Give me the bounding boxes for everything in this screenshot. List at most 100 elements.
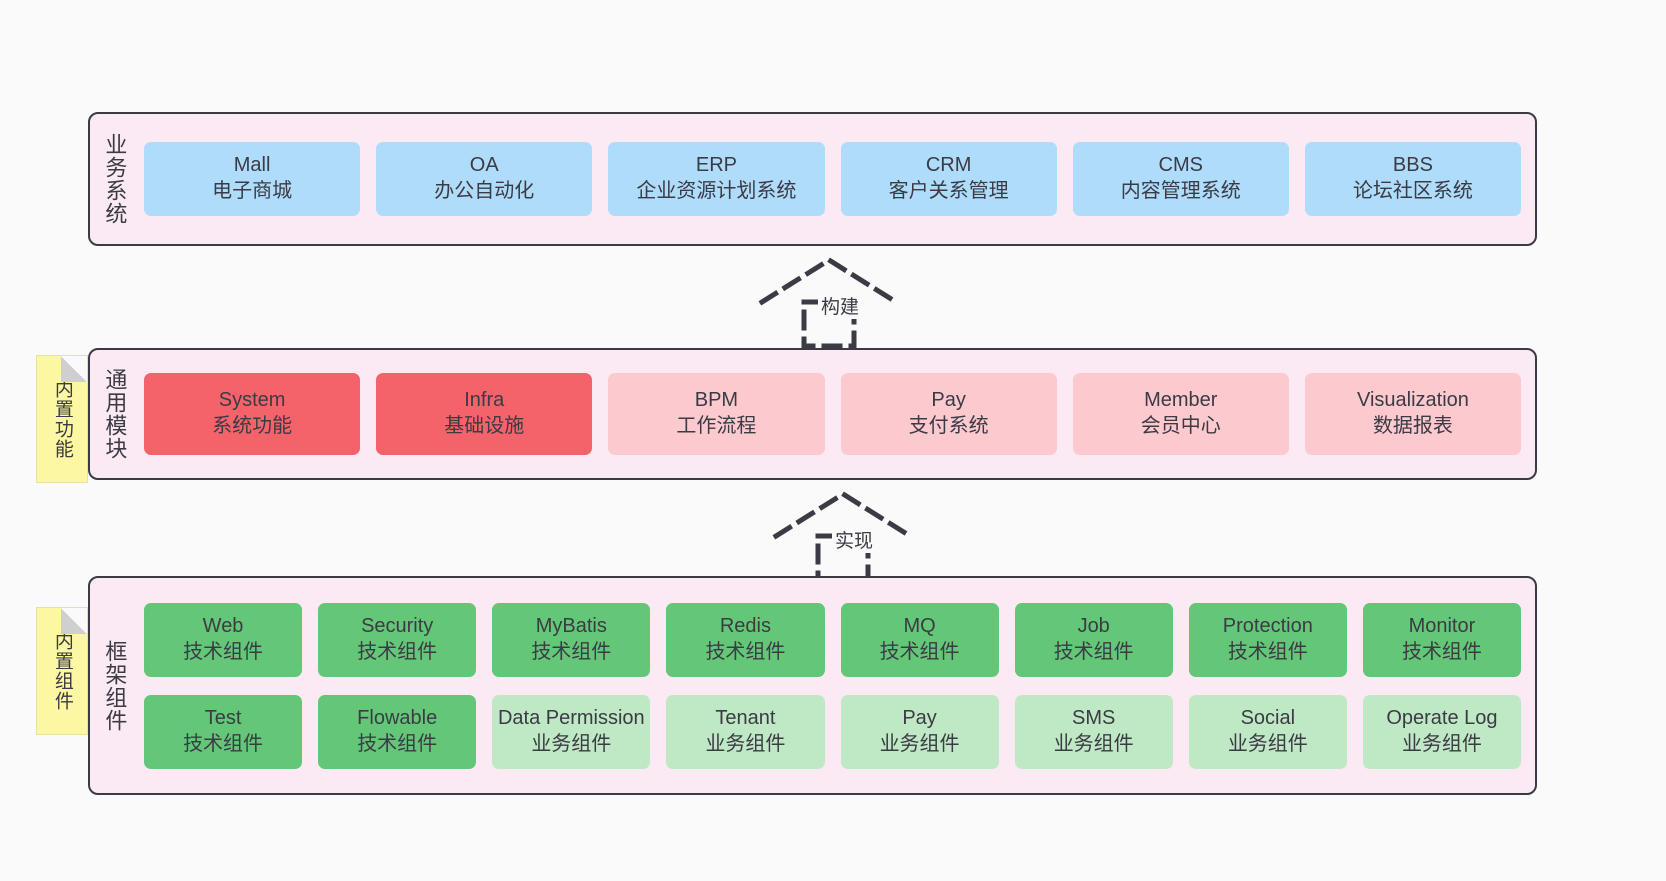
layer-common-module-body: System 系统功能 Infra 基础设施 BPM 工作流程 Pay 支付系统… bbox=[138, 350, 1535, 478]
card-mq[interactable]: MQ 技术组件 bbox=[840, 602, 999, 677]
card-bpm-name: BPM bbox=[694, 389, 739, 412]
card-infra-sub: 基础设施 bbox=[444, 415, 525, 437]
card-flowable[interactable]: Flowable 技术组件 bbox=[318, 694, 477, 769]
layer-common-module: 通用模块 System 系统功能 Infra 基础设施 BPM 工作流程 Pay bbox=[88, 348, 1537, 480]
card-redis-name: Redis bbox=[719, 614, 771, 637]
framework-card-row-business: Test 技术组件 Flowable 技术组件 Data Permission … bbox=[144, 694, 1521, 769]
card-mq-name: MQ bbox=[903, 614, 936, 637]
card-mybatis-sub: 技术组件 bbox=[531, 640, 612, 663]
card-test-name: Test bbox=[204, 706, 242, 729]
card-system[interactable]: System 系统功能 bbox=[144, 373, 361, 455]
card-mall[interactable]: Mall 电子商城 bbox=[144, 142, 361, 216]
card-sms[interactable]: SMS 业务组件 bbox=[1014, 694, 1173, 769]
card-operate-log-sub: 业务组件 bbox=[1401, 732, 1482, 755]
card-monitor-name: Monitor bbox=[1408, 614, 1476, 637]
side-note-builtin-component: 内置组件 bbox=[36, 607, 88, 735]
card-member-sub: 会员中心 bbox=[1140, 415, 1221, 437]
card-monitor[interactable]: Monitor 技术组件 bbox=[1362, 602, 1521, 677]
card-system-sub: 系统功能 bbox=[212, 415, 293, 437]
connector-realize-label: 实现 bbox=[832, 526, 877, 553]
connector-build-arrowhead bbox=[758, 257, 900, 306]
side-note-builtin-component-label: 内置组件 bbox=[51, 631, 73, 711]
card-bbs[interactable]: BBS 论坛社区系统 bbox=[1304, 142, 1522, 216]
card-social-name: Social bbox=[1240, 706, 1296, 729]
card-data-permission[interactable]: Data Permission 业务组件 bbox=[492, 694, 651, 769]
card-mall-sub: 电子商城 bbox=[212, 180, 293, 202]
card-member-name: Member bbox=[1144, 389, 1218, 412]
card-bbs-name: BBS bbox=[1392, 154, 1433, 177]
card-pay-module-sub: 支付系统 bbox=[908, 415, 989, 437]
card-pay-module[interactable]: Pay 支付系统 bbox=[840, 373, 1057, 455]
common-card-row: System 系统功能 Infra 基础设施 BPM 工作流程 Pay 支付系统… bbox=[144, 373, 1522, 455]
card-mq-sub: 技术组件 bbox=[879, 640, 960, 663]
card-security[interactable]: Security 技术组件 bbox=[318, 602, 477, 677]
card-web-name: Web bbox=[202, 614, 244, 637]
layer-framework-component: 框架组件 Web 技术组件 Security 技术组件 MyBatis 技术组件… bbox=[88, 576, 1537, 795]
card-redis[interactable]: Redis 技术组件 bbox=[666, 602, 825, 677]
card-visualization-name: Visualization bbox=[1356, 389, 1469, 412]
layer-business-system-title: 业务系统 bbox=[102, 133, 128, 225]
card-job-name: Job bbox=[1077, 614, 1110, 637]
card-operate-log-name: Operate Log bbox=[1386, 706, 1498, 729]
connector-build-label: 构建 bbox=[818, 292, 863, 319]
card-mybatis-name: MyBatis bbox=[535, 614, 607, 637]
card-tenant-name: Tenant bbox=[715, 706, 776, 729]
card-cms-name: CMS bbox=[1158, 154, 1203, 177]
card-member[interactable]: Member 会员中心 bbox=[1072, 373, 1289, 455]
card-test-sub: 技术组件 bbox=[183, 732, 264, 755]
card-pay-module-name: Pay bbox=[931, 389, 966, 412]
connector-realize-arrowhead bbox=[772, 491, 914, 540]
layer-framework-component-body: Web 技术组件 Security 技术组件 MyBatis 技术组件 Redi… bbox=[138, 578, 1535, 793]
card-mall-name: Mall bbox=[233, 154, 271, 177]
card-protection-name: Protection bbox=[1222, 614, 1313, 637]
card-job[interactable]: Job 技术组件 bbox=[1014, 602, 1173, 677]
card-pay-component-sub: 业务组件 bbox=[879, 732, 960, 755]
card-social-sub: 业务组件 bbox=[1227, 732, 1308, 755]
card-sms-sub: 业务组件 bbox=[1053, 732, 1134, 755]
card-visualization-sub: 数据报表 bbox=[1372, 415, 1453, 437]
card-bpm[interactable]: BPM 工作流程 bbox=[608, 373, 825, 455]
card-web[interactable]: Web 技术组件 bbox=[144, 602, 303, 677]
layer-framework-component-title: 框架组件 bbox=[102, 639, 128, 732]
card-protection-sub: 技术组件 bbox=[1227, 640, 1308, 663]
card-infra[interactable]: Infra 基础设施 bbox=[376, 373, 593, 455]
card-erp-name: ERP bbox=[695, 154, 737, 177]
card-security-name: Security bbox=[361, 614, 434, 637]
card-infra-name: Infra bbox=[464, 389, 505, 412]
card-oa[interactable]: OA 办公自动化 bbox=[376, 142, 593, 216]
card-flowable-sub: 技术组件 bbox=[357, 732, 438, 755]
card-crm[interactable]: CRM 客户关系管理 bbox=[840, 142, 1057, 216]
card-erp[interactable]: ERP 企业资源计划系统 bbox=[608, 142, 825, 216]
card-data-permission-sub: 业务组件 bbox=[531, 732, 612, 755]
card-operate-log[interactable]: Operate Log 业务组件 bbox=[1362, 694, 1521, 769]
layer-business-system-body: Mall 电子商城 OA 办公自动化 ERP 企业资源计划系统 CRM 客户关系… bbox=[138, 114, 1535, 244]
card-security-sub: 技术组件 bbox=[357, 640, 438, 663]
card-flowable-name: Flowable bbox=[357, 706, 438, 729]
card-monitor-sub: 技术组件 bbox=[1401, 640, 1482, 663]
card-social[interactable]: Social 业务组件 bbox=[1188, 694, 1347, 769]
card-test[interactable]: Test 技术组件 bbox=[144, 694, 303, 769]
card-mybatis[interactable]: MyBatis 技术组件 bbox=[492, 602, 651, 677]
card-crm-name: CRM bbox=[925, 154, 972, 177]
layer-business-system: 业务系统 Mall 电子商城 OA 办公自动化 ERP 企业资源计划系统 CRM bbox=[88, 112, 1537, 246]
card-tenant-sub: 业务组件 bbox=[705, 732, 786, 755]
card-pay-component-name: Pay bbox=[902, 706, 937, 729]
card-system-name: System bbox=[218, 389, 286, 412]
side-note-builtin-function-label: 内置功能 bbox=[51, 379, 73, 459]
card-protection[interactable]: Protection 技术组件 bbox=[1188, 602, 1347, 677]
card-web-sub: 技术组件 bbox=[183, 640, 264, 663]
card-cms[interactable]: CMS 内容管理系统 bbox=[1072, 142, 1289, 216]
card-pay-component[interactable]: Pay 业务组件 bbox=[840, 694, 999, 769]
card-job-sub: 技术组件 bbox=[1053, 640, 1134, 663]
card-sms-name: SMS bbox=[1072, 706, 1116, 729]
side-note-builtin-function: 内置功能 bbox=[36, 355, 88, 483]
layer-common-module-title: 通用模块 bbox=[102, 368, 128, 460]
card-redis-sub: 技术组件 bbox=[705, 640, 786, 663]
card-oa-sub: 办公自动化 bbox=[434, 180, 535, 202]
card-visualization[interactable]: Visualization 数据报表 bbox=[1304, 373, 1522, 455]
card-bbs-sub: 论坛社区系统 bbox=[1352, 180, 1473, 202]
card-tenant[interactable]: Tenant 业务组件 bbox=[666, 694, 825, 769]
framework-card-row-technical: Web 技术组件 Security 技术组件 MyBatis 技术组件 Redi… bbox=[144, 602, 1521, 677]
business-card-row: Mall 电子商城 OA 办公自动化 ERP 企业资源计划系统 CRM 客户关系… bbox=[144, 142, 1522, 216]
